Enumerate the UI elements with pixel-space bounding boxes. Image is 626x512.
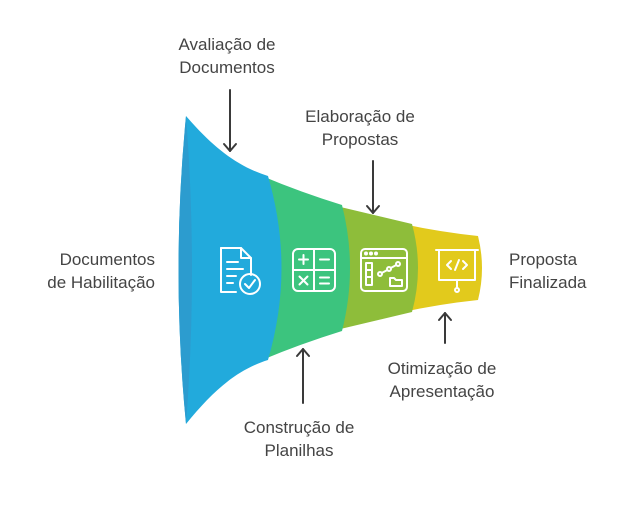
label-output-line-2: Finalizada bbox=[509, 273, 587, 292]
label-otimizacao-line-1: Otimização de bbox=[387, 359, 497, 378]
label-elaboracao-line-2: Propostas bbox=[321, 130, 399, 149]
label-input-line-1: Documentos bbox=[59, 250, 155, 269]
label-avaliacao-de-documentos: Avaliação de Documentos bbox=[178, 33, 275, 79]
label-construcao-line-2: Planilhas bbox=[264, 441, 334, 460]
label-avaliacao-line-1: Avaliação de bbox=[178, 35, 276, 54]
document-check-icon bbox=[220, 247, 261, 295]
funnel-segment-4 bbox=[403, 224, 482, 312]
label-construcao-de-planilhas: Construção de Planilhas bbox=[244, 416, 355, 462]
code-presentation-icon bbox=[435, 249, 479, 293]
label-elaboracao-line-1: Elaboração de bbox=[305, 107, 415, 126]
label-otimizacao-de-apresentacao: Otimização de Apresentação bbox=[388, 357, 497, 403]
chart-window-icon bbox=[360, 248, 408, 292]
label-input-line-2: de Habilitação bbox=[47, 273, 155, 292]
arrow-elaboracao-down-icon bbox=[366, 160, 380, 214]
arrow-avaliacao-down-icon bbox=[223, 89, 237, 152]
funnel-mouth-rim bbox=[178, 116, 192, 424]
label-avaliacao-line-2: Documentos bbox=[179, 58, 275, 77]
label-otimizacao-line-2: Apresentação bbox=[389, 382, 495, 401]
label-documentos-de-habilitacao: Documentos de Habilitação bbox=[47, 248, 155, 294]
arrow-construcao-up-icon bbox=[296, 348, 310, 404]
label-output-line-1: Proposta bbox=[509, 250, 578, 269]
label-elaboracao-de-propostas: Elaboração de Propostas bbox=[305, 105, 415, 151]
label-proposta-finalizada: Proposta Finalizada bbox=[509, 248, 587, 294]
funnel-segment-3 bbox=[332, 205, 418, 331]
arrow-otimizacao-up-icon bbox=[438, 312, 452, 344]
label-construcao-line-1: Construção de bbox=[243, 418, 355, 437]
calculator-icon bbox=[292, 248, 336, 292]
funnel-segment-2 bbox=[262, 176, 350, 360]
